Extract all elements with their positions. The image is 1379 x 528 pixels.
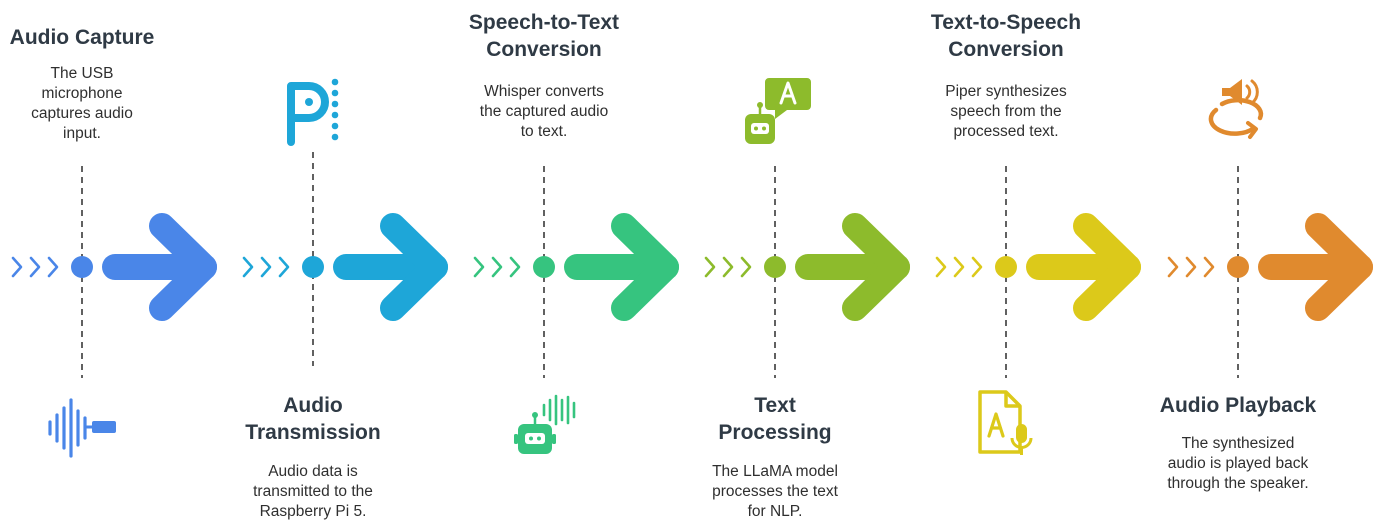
stage-description-line: Audio data is	[268, 463, 358, 480]
chevron-icon	[722, 256, 734, 278]
chevron-icon	[935, 256, 947, 278]
stage-node	[533, 256, 555, 278]
stage-description: The synthesized audio is played back throu…	[1138, 434, 1338, 494]
stage-audio-transmission	[242, 78, 448, 366]
chevron-icon	[1203, 256, 1215, 278]
stage-audio-playback	[1167, 79, 1373, 378]
sound-wave-microphone-icon	[48, 398, 116, 458]
stage-description: Whisper converts the captured audio to tex…	[444, 82, 644, 142]
document-microphone-icon	[978, 390, 1033, 455]
stage-title-line: Text-to-Speech	[930, 11, 1082, 34]
stage-description-line: processes the text	[712, 483, 838, 500]
flow-arrow-icon	[333, 213, 448, 321]
flow-arrow-icon	[1258, 213, 1373, 321]
chevron-icon	[473, 256, 485, 278]
stage-description-line: captures audio	[31, 105, 133, 122]
chevron-icon	[971, 256, 983, 278]
stage-title-line: Text	[754, 394, 796, 417]
chevron-icon	[953, 256, 965, 278]
stage-description-line: microphone	[41, 85, 123, 102]
stage-title-line: Processing	[718, 421, 832, 444]
stage-description-line: through the speaker.	[1167, 475, 1309, 492]
stage-speech-to-text	[473, 166, 679, 454]
chevron-icon	[740, 256, 752, 278]
stage-description: The LLaMA model processes the text for NLP…	[675, 462, 875, 522]
stage-audio-capture	[11, 166, 217, 458]
stage-description-line: speech from the	[950, 103, 1062, 120]
stage-text-to-speech	[935, 166, 1141, 455]
stage-description-line: The synthesized	[1181, 435, 1295, 452]
flow-arrow-icon	[102, 213, 217, 321]
stage-node	[995, 256, 1017, 278]
flow-arrow-icon	[564, 213, 679, 321]
speaker-loop-icon	[1208, 79, 1264, 139]
stage-description-line: transmitted to the	[253, 483, 373, 500]
stage-title-line: Speech-to-Text	[468, 11, 620, 34]
chevron-icon	[278, 256, 290, 278]
chevron-icon	[29, 256, 41, 278]
stage-text-processing	[704, 78, 910, 378]
stage-description-line: the captured audio	[479, 103, 609, 120]
stage-node	[1227, 256, 1249, 278]
stage-title: Audio Playback	[1118, 392, 1358, 419]
robot-sound-wave-icon	[514, 394, 576, 454]
stage-description-line: The LLaMA model	[712, 463, 838, 480]
stage-description-line: for NLP.	[747, 503, 803, 520]
chevron-icon	[509, 256, 521, 278]
stage-title-line: Audio	[283, 394, 343, 417]
chevron-icon	[1167, 256, 1179, 278]
robot-speech-bubble-icon	[745, 78, 811, 144]
stage-description-line: to text.	[520, 123, 568, 140]
stage-title-line: Audio Capture	[9, 26, 155, 49]
flow-arrow-icon	[1026, 213, 1141, 321]
stage-description-line: processed text.	[953, 123, 1059, 140]
stage-description-line: Piper synthesizes	[945, 83, 1067, 100]
stage-description-line: input.	[63, 125, 101, 142]
stage-node	[764, 256, 786, 278]
stage-description-line: Whisper converts	[484, 83, 604, 100]
stage-description: The USB microphone captures audio input.	[0, 64, 182, 144]
stage-title: Audio Capture	[0, 24, 202, 51]
flow-arrow-icon	[795, 213, 910, 321]
chevron-icon	[47, 256, 59, 278]
chevron-icon	[11, 256, 23, 278]
chevron-icon	[491, 256, 503, 278]
stage-description-line: Raspberry Pi 5.	[259, 503, 367, 520]
stage-description-line: The USB	[50, 65, 114, 82]
chevron-icon	[704, 256, 716, 278]
stage-description: Piper synthesizes speech from the processe…	[906, 82, 1106, 142]
stage-node	[71, 256, 93, 278]
raspberry-pi-logo-icon	[287, 78, 339, 146]
chevron-icon	[242, 256, 254, 278]
stage-node	[302, 256, 324, 278]
stage-title-line: Conversion	[486, 38, 602, 61]
chevron-icon	[1185, 256, 1197, 278]
stage-title-line: Transmission	[245, 421, 381, 444]
stage-description-line: audio is played back	[1167, 455, 1309, 472]
chevron-icon	[260, 256, 272, 278]
stage-title-line: Audio Playback	[1159, 394, 1317, 417]
stage-title-line: Conversion	[948, 38, 1064, 61]
